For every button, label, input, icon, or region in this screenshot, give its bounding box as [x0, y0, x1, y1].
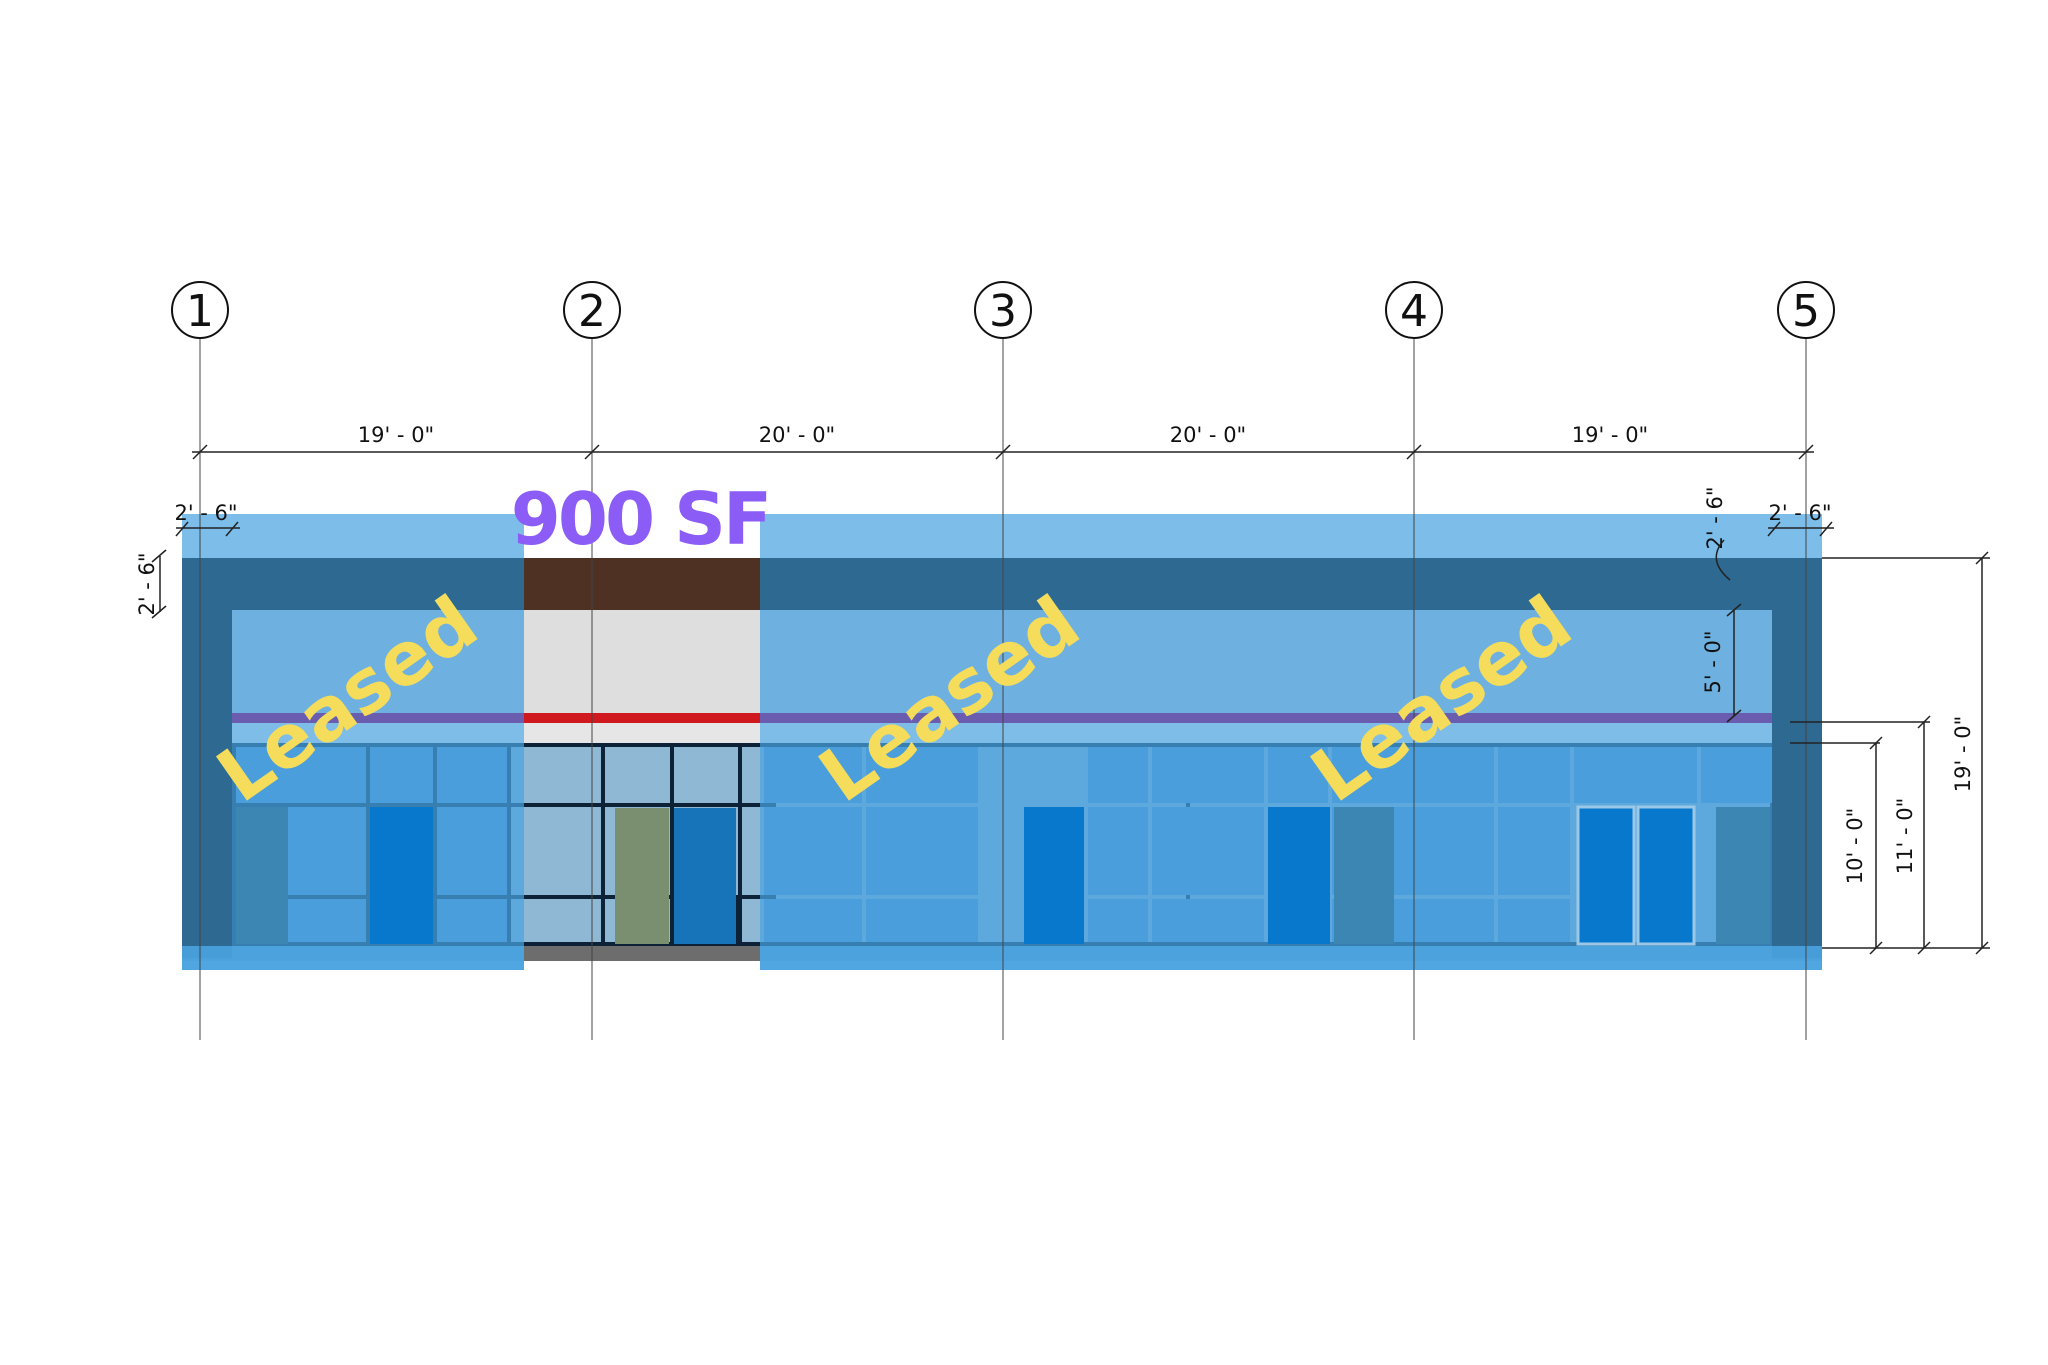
overall-height-dim: 19' - 0" — [1951, 716, 1975, 792]
available-door[interactable] — [615, 808, 669, 944]
double-door-left[interactable] — [1576, 805, 1636, 946]
right-offset-dim: 2' - 6" — [1768, 501, 1831, 525]
bay-dim-4: 19' - 0" — [1572, 423, 1648, 447]
transom-dim-line — [1726, 603, 1742, 723]
available-area-label: 900 SF — [511, 477, 769, 561]
storefront-height-dim: 10' - 0" — [1843, 808, 1867, 884]
vertical-dims — [1790, 551, 1990, 955]
grid-lines — [199, 336, 1807, 1040]
bay-dim-3: 20' - 0" — [1170, 423, 1246, 447]
offset-dims — [175, 521, 1834, 537]
double-door-right[interactable] — [1636, 805, 1696, 946]
door-unit-5[interactable] — [1716, 807, 1770, 944]
transom-dim-bg — [1700, 634, 1722, 690]
bay-dim-1: 19' - 0" — [358, 423, 434, 447]
grid-label: 1 — [186, 286, 214, 337]
grid-label: 3 — [989, 286, 1017, 337]
left-parapet-dim: 2' - 6" — [135, 552, 159, 615]
available-parapet-band — [524, 558, 760, 610]
bay-dimension-line — [192, 444, 1814, 460]
canopy-height-dim: 11' - 0" — [1893, 798, 1917, 874]
grid-label: 4 — [1400, 286, 1428, 337]
grid-bubble-1: 1 — [171, 281, 229, 339]
right-parapet-dim: 2' - 6" — [1703, 486, 1727, 549]
door-unit-1[interactable] — [236, 807, 288, 944]
grid-bubbles: 1 2 3 4 5 — [171, 281, 1835, 339]
bay-dim-2: 20' - 0" — [759, 423, 835, 447]
overlay-details — [182, 558, 1822, 970]
grid-bubble-3: 3 — [974, 281, 1032, 339]
left-offset-dim: 2' - 6" — [174, 501, 237, 525]
right-parapet-leader — [1715, 539, 1731, 581]
door-unit-1b[interactable] — [370, 807, 433, 944]
grid-bubble-5: 5 — [1777, 281, 1835, 339]
door-unit-3[interactable] — [1024, 807, 1084, 944]
grid-bubble-4: 4 — [1385, 281, 1443, 339]
grid-label: 5 — [1792, 286, 1820, 337]
door-unit-4a[interactable] — [1268, 807, 1330, 944]
door-unit-4b[interactable] — [1334, 807, 1394, 944]
left-parapet-dim-line — [151, 549, 167, 619]
transom-dim: 5' - 0" — [1701, 630, 1725, 693]
available-door-2[interactable] — [674, 808, 736, 944]
grid-label: 2 — [578, 286, 606, 337]
grid-bubble-2: 2 — [563, 281, 621, 339]
